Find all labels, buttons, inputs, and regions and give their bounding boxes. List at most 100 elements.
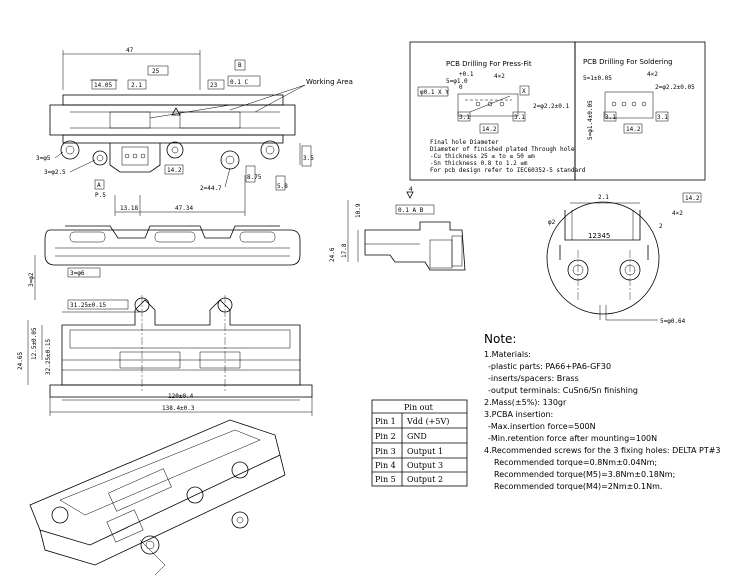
frame-a: A (97, 182, 101, 189)
pin-function: Vdd (+5V) (406, 417, 449, 426)
bottom-view: 31.25±0.15 24.65 12.5±0.05 32.25±0.15 12… (17, 295, 313, 416)
sd-dim-4x2: 4×2 (647, 71, 658, 78)
pf-dim-tol-plus: +0.1 (459, 71, 474, 78)
bv-dim-31-25: 31.25±0.15 (70, 302, 107, 309)
table-row: Pin 2 GND (375, 432, 427, 441)
pf-note-4: -Sn thickness 0.8 to 1.2 ≤m (430, 160, 528, 167)
bv-dim-12-5: 12.5±0.05 (31, 327, 38, 360)
dim-3-phi2-5: 3=φ2.5 (44, 169, 66, 176)
note-line-2: -plastic parts: PA66+PA6-GF30 (488, 362, 611, 371)
working-area-label: Working Area (306, 78, 353, 86)
dim-14-2: 14.2 (167, 167, 182, 174)
pf-note-1: Final hole Diameter (430, 139, 499, 146)
pin-function: Output 3 (407, 461, 443, 470)
dim-47: 47 (126, 47, 134, 54)
detail-view: 14.2 2.1 4×2 2 φ2 12345 5=φ0.64 (546, 192, 702, 325)
bv-dim-24-65: 24.65 (17, 352, 24, 370)
pf-note-5: For pcb design refer to IEC60352-5 stand… (430, 167, 586, 174)
sd-dim-5-1: 5=1±0.05 (583, 75, 612, 82)
isometric-view (29, 419, 286, 576)
dim-p5: P.5 (95, 192, 106, 199)
pin-label: Pin 3 (375, 447, 396, 456)
fv-dim-3-phi2: 3=φ2 (28, 272, 35, 287)
pin-label: Pin 4 (375, 461, 396, 470)
pin-table: Pin out Pin 1 Vdd (+5V) Pin 2 GND Pin 3 … (371, 399, 468, 487)
notes-heading: Note: (484, 332, 516, 346)
note-line-10: Recommended torque=0.8Nm±0.04Nm; (494, 458, 657, 467)
pf-dim-2-phi2-2: 2=φ2.2±0.1 (533, 103, 570, 110)
pin-label: Pin 2 (375, 432, 396, 441)
bv-dim-138-4: 138.4±0.3 (162, 405, 195, 412)
dim-5-8: 5.8 (277, 183, 288, 190)
pf-datum: φ0.1 X Y (420, 89, 449, 96)
notes-block: Note: 1.Materials: -plastic parts: PA66+… (484, 332, 721, 491)
pin-function: GND (407, 432, 427, 441)
pf-datum-x: X (522, 88, 526, 95)
table-row: Pin 4 Output 3 (375, 461, 443, 470)
dim-2-44-7: 2=44.7 (200, 185, 222, 192)
sd-dim-3-1-b: 3.1 (657, 114, 668, 121)
note-line-1: 1.Materials: (484, 350, 531, 359)
pf-dim-3-1-b: 3.1 (514, 114, 525, 121)
dim-47-34: 47.34 (175, 205, 193, 212)
note-line-12: Recommended torque(M4)=2Nm±0.1Nm. (494, 482, 662, 491)
pin-table-header: Pin out (404, 403, 434, 412)
dv-dim-phi2-left: φ2 (548, 219, 556, 226)
pf-dim-14-2: 14.2 (482, 126, 497, 133)
note-line-4: -output terminals: CuSn6/Sn finishing (488, 386, 638, 395)
sv-dim-24-6: 24.6 (329, 247, 336, 262)
dv-pin-numbers: 12345 (588, 232, 610, 240)
sv-flag-4: 4 (409, 186, 413, 193)
sd-dim-3-1-a: 3.1 (605, 114, 616, 121)
pcb-press-fit-panel: PCB Drilling For Press-Fit 5=φ1.0 +0.1 0… (409, 41, 586, 181)
note-line-7: -Max.insertion force=500N (488, 422, 596, 431)
fv-dim-3-phi6: 3=φ6 (70, 270, 85, 277)
dim-13-18: 13.18 (120, 205, 138, 212)
note-line-5: 2.Mass(±5%): 130gr (484, 398, 567, 407)
table-row: Pin 3 Output 1 (375, 447, 443, 456)
note-line-9: 4.Recommended screws for the 3 fixing ho… (484, 446, 721, 455)
dv-dim-2-1: 2.1 (598, 194, 609, 201)
dim-3-phi5: 3=φ5 (36, 155, 51, 162)
front-view: 3=φ2 3=φ6 (28, 225, 301, 300)
pf-dim-5-phi1: 5=φ1.0 (446, 78, 468, 85)
press-fit-title: PCB Drilling For Press-Fit (446, 60, 532, 68)
dim-2-1: 2.1 (131, 82, 142, 89)
dim-3-5: 3.5 (303, 155, 314, 162)
dv-dim-5-phi0-64: 5=φ0.64 (660, 318, 686, 325)
bv-dim-32-25: 32.25±0.15 (45, 338, 52, 375)
pf-note-3: -Cu thickness 25 ≤ to ≤ 50 ≤m (430, 153, 535, 160)
sv-dim-17-8: 17.8 (341, 243, 348, 258)
pf-note-2: Diameter of finished plated Through hole (430, 146, 575, 153)
pf-dim-tol-zero: 0 (459, 84, 463, 91)
dim-25: 25 (152, 68, 160, 75)
bv-dim-120: 120±0.4 (168, 393, 194, 400)
side-view: 4 0.1 A B 10.9 24.6 17.8 (329, 186, 466, 271)
pcb-soldering-panel: PCB Drilling For Soldering 5=1±0.05 4×2 … (574, 41, 706, 181)
note-line-6: 3.PCBA insertion: (484, 410, 553, 419)
dv-dim-phi2-right: 2 (659, 223, 663, 230)
dv-dim-14-2: 14.2 (685, 195, 700, 202)
frame-b: B (238, 62, 242, 69)
table-row: Pin 5 Output 2 (375, 475, 443, 484)
pin-function: Output 1 (407, 447, 443, 456)
sd-dim-14-2: 14.2 (626, 126, 641, 133)
pin-label: Pin 1 (375, 417, 396, 426)
dim-14-05: 14.05 (94, 82, 112, 89)
dv-dim-4x2: 4×2 (672, 210, 683, 217)
dim-8-75: 8.75 (247, 174, 262, 181)
pin-function: Output 2 (407, 475, 443, 484)
sv-tolerance: 0.1 A B (398, 207, 424, 214)
pf-dim-3-1-a: 3.1 (459, 114, 470, 121)
sd-dim-5-phi1-4: 5=φ1.4±0.05 (587, 100, 594, 140)
soldering-title: PCB Drilling For Soldering (583, 58, 673, 66)
note-line-3: -inserts/spacers: Brass (488, 374, 579, 383)
note-line-11: Recommended torque(M5)=3.8Nm±0.18Nm; (494, 470, 675, 479)
dim-23: 23 (210, 82, 218, 89)
table-row: Pin 1 Vdd (+5V) (375, 417, 449, 426)
sv-dim-10-9: 10.9 (355, 203, 362, 218)
note-line-8: -Min.retention force after mounting=100N (488, 434, 657, 443)
sd-dim-2-phi2-2: 2=φ2.2±0.05 (655, 84, 695, 91)
pf-dim-4x2: 4×2 (494, 73, 505, 80)
